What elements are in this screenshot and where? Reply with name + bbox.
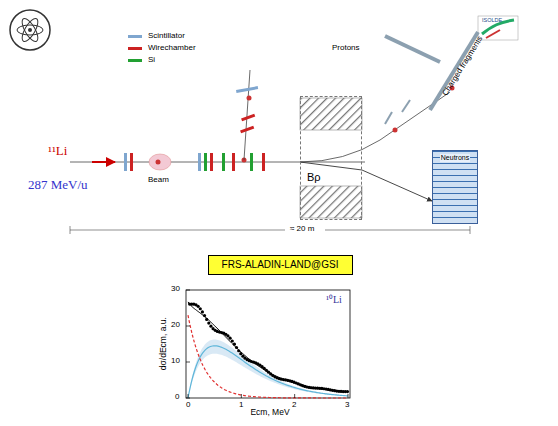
tick-label: 0	[175, 393, 179, 402]
legend-swatch	[128, 35, 142, 38]
axis-ticks	[186, 290, 348, 398]
beam-line	[70, 162, 365, 163]
virtual-state-curve	[188, 315, 348, 398]
legend-swatch	[128, 59, 142, 62]
facility-banner: FRS-ALADIN-LAND@GSI	[208, 255, 353, 275]
beam-arrow	[92, 161, 115, 163]
plot-frame	[186, 290, 350, 398]
tick-label: 10	[171, 357, 180, 366]
isolde-logo	[478, 16, 518, 40]
legend-text: Si	[148, 56, 155, 65]
x-axis-title: Ecm, MeV	[250, 408, 289, 417]
distance-ruler	[70, 226, 470, 234]
beam-isotope: ¹¹Li	[48, 144, 67, 158]
node-text: Neutrons	[440, 154, 470, 162]
fragment-arm	[300, 32, 478, 162]
beam-detectors	[124, 153, 265, 171]
proton-arm	[236, 36, 440, 160]
beam-label: Beam	[148, 176, 169, 185]
legend-entry: Si	[128, 56, 155, 65]
beam-energy: 287 MeV/u	[28, 178, 88, 192]
neutron-track	[362, 170, 432, 201]
tick-label: 2	[292, 401, 296, 410]
legend-entry: Wirechamber	[128, 44, 196, 53]
legend-entry: Scintillator	[128, 32, 185, 41]
tick-label: 20	[171, 321, 180, 330]
node-text: Bρ	[307, 171, 321, 183]
tick-label: 30	[171, 285, 180, 294]
legend-swatch	[128, 47, 142, 50]
track-segment	[300, 162, 362, 170]
data-points	[188, 302, 349, 393]
protons-label: Protons	[332, 44, 360, 53]
isotope-label: ¹⁰Li	[326, 294, 342, 305]
institute-logo	[10, 10, 50, 50]
fit-curve	[188, 302, 348, 392]
distance-label: ≈ 20 m	[290, 225, 314, 234]
legend-text: Wirechamber	[148, 44, 196, 53]
fragments-label: Charged fragments	[441, 35, 485, 98]
tick-label: 3	[345, 401, 349, 410]
dipole-magnet	[300, 98, 362, 218]
y-axis-title: dσ/dEcm, a.u.	[158, 318, 167, 371]
logo-text: ISOLDE	[482, 17, 502, 23]
dipole-magnet-gap: Bρ	[300, 96, 362, 220]
node-text: FRS-ALADIN-LAND@GSI	[222, 259, 339, 270]
tick-label: 0	[186, 401, 190, 410]
neutron-detector: Neutrons	[432, 150, 478, 224]
tick-label: 1	[239, 401, 243, 410]
legend-text: Scintillator	[148, 32, 185, 41]
